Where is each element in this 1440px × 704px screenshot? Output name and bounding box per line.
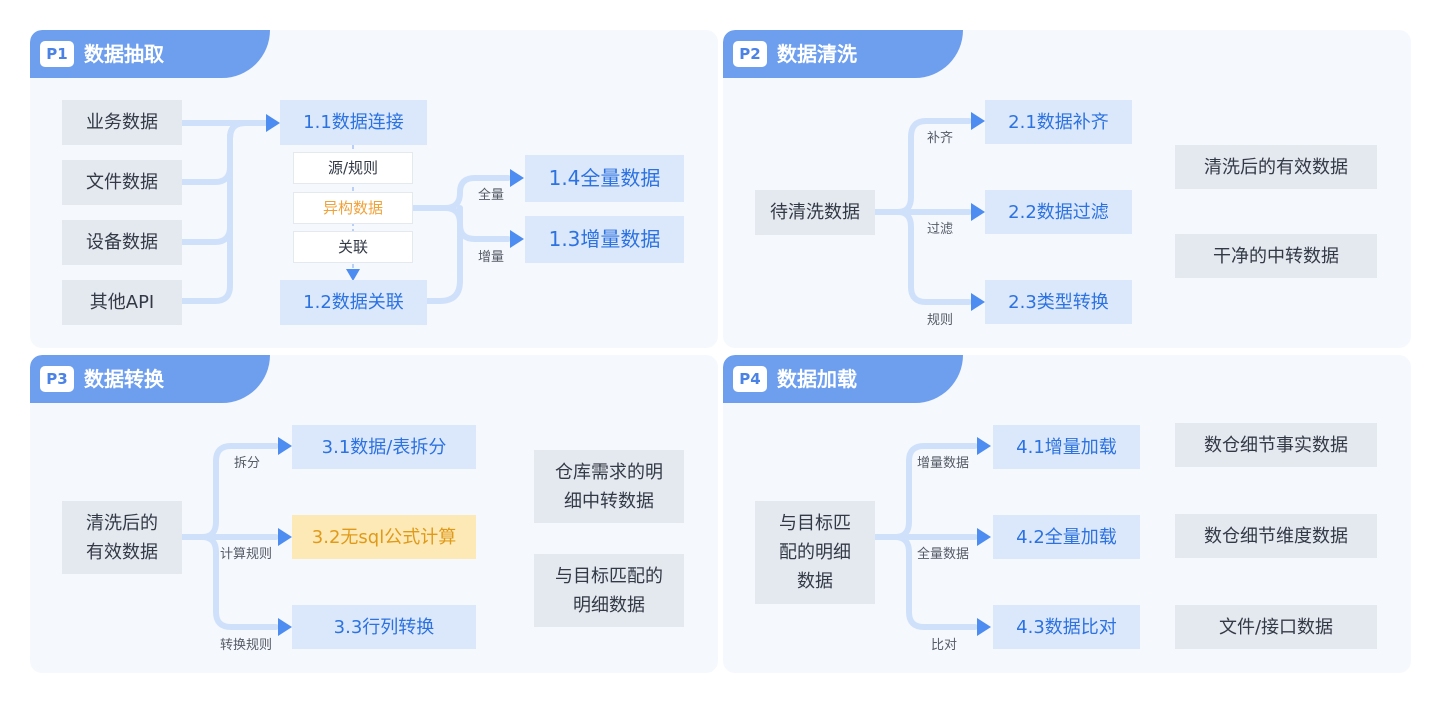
input-line: 与目标匹 — [779, 513, 851, 534]
node-data-fill: 2.1数据补齐 — [985, 100, 1132, 144]
node-table-split: 3.1数据/表拆分 — [292, 425, 476, 469]
arrow-icon — [977, 528, 991, 546]
input-line: 有效数据 — [86, 541, 158, 563]
label-incr-data: 增量数据 — [917, 456, 970, 471]
output-cleaned-valid-data: 清洗后的有效数据 — [1175, 145, 1377, 189]
panel-p2: P2 数据清洗 待清洗数据 补齐 过滤 规则 2.1数据补齐 2.2数据过滤 2… — [723, 30, 1411, 348]
panel-badge: P1 — [40, 41, 74, 67]
arrow-icon — [510, 230, 524, 248]
output-line: 细中转数据 — [564, 490, 654, 512]
output-target-detail-data: 与目标匹配的 明细数据 — [534, 554, 684, 627]
panel-p1: P1 数据抽取 业务数据 文件数据 设备数据 其他API 1.1数据连接 源/规… — [30, 30, 718, 348]
connector-lines — [179, 437, 292, 636]
arrow-icon — [510, 169, 524, 187]
panel-title: 数据加载 — [777, 367, 857, 391]
source-business-data: 业务数据 — [62, 100, 182, 145]
arrow-icon — [977, 618, 991, 636]
arrow-icon — [278, 437, 292, 455]
output-line: 明细数据 — [573, 594, 645, 616]
arrow-down-icon — [346, 269, 360, 281]
arrow-icon — [977, 437, 991, 455]
node-data-connect: 1.1数据连接 — [280, 100, 427, 145]
arrow-icon — [971, 203, 985, 221]
connector-lines — [872, 437, 991, 636]
sub-heterogeneous-data: 异构数据 — [293, 192, 413, 224]
label-rule: 规则 — [927, 313, 954, 328]
panel-header: P2 数据清洗 — [723, 30, 963, 78]
sub-relation: 关联 — [293, 231, 413, 263]
panel-header: P3 数据转换 — [30, 355, 270, 403]
node-incr-data: 1.3增量数据 — [525, 216, 684, 263]
input-line: 清洗后的 — [86, 512, 158, 534]
node-incr-load: 4.1增量加载 — [993, 425, 1140, 469]
input-target-detail-data: 与目标匹 配的明细 数据 — [755, 501, 875, 604]
panel-badge: P2 — [733, 41, 767, 67]
node-data-relate: 1.2数据关联 — [280, 280, 427, 325]
connector-lines — [872, 112, 985, 311]
node-row-col-convert: 3.3行列转换 — [292, 605, 476, 649]
panel-title: 数据清洗 — [777, 42, 857, 66]
node-type-convert: 2.3类型转换 — [985, 280, 1132, 324]
label-convert-rule: 转换规则 — [220, 638, 273, 653]
panel-header: P1 数据抽取 — [30, 30, 270, 78]
output-file-interface-data: 文件/接口数据 — [1175, 605, 1377, 649]
arrow-icon — [971, 112, 985, 130]
source-file-data: 文件数据 — [62, 160, 182, 205]
label-fill: 补齐 — [927, 131, 954, 146]
arrow-icon — [266, 114, 280, 132]
output-dimension-data: 数仓细节维度数据 — [1175, 514, 1377, 558]
label-incr: 增量 — [478, 250, 505, 265]
output-warehouse-transfer-data: 仓库需求的明 细中转数据 — [534, 450, 684, 523]
sub-source-rule: 源/规则 — [293, 152, 413, 184]
label-compare: 比对 — [931, 638, 958, 653]
panel-title: 数据抽取 — [84, 42, 164, 66]
input-data-to-clean: 待清洗数据 — [755, 190, 875, 235]
panel-title: 数据转换 — [84, 367, 164, 391]
output-fact-data: 数仓细节事实数据 — [1175, 423, 1377, 467]
source-other-api: 其他API — [62, 280, 182, 325]
node-no-sql-calc: 3.2无sql公式计算 — [292, 515, 476, 559]
label-split: 拆分 — [234, 456, 261, 471]
arrow-icon — [278, 618, 292, 636]
node-full-load: 4.2全量加载 — [993, 515, 1140, 559]
panel-badge: P4 — [733, 366, 767, 392]
input-cleaned-valid-data: 清洗后的 有效数据 — [62, 501, 182, 574]
label-calc-rule: 计算规则 — [220, 547, 273, 562]
panel-p4: P4 数据加载 与目标匹 配的明细 数据 增量数据 全量数据 比对 4.1增量加… — [723, 355, 1411, 673]
panel-p3: P3 数据转换 清洗后的 有效数据 拆分 计算规则 转换规则 3.1数据/表拆分… — [30, 355, 718, 673]
arrow-icon — [278, 528, 292, 546]
output-clean-transfer-data: 干净的中转数据 — [1175, 234, 1377, 278]
panel-badge: P3 — [40, 366, 74, 392]
input-line: 配的明细 — [779, 542, 851, 563]
label-full-data: 全量数据 — [917, 547, 970, 562]
label-filter: 过滤 — [927, 222, 954, 237]
output-line: 仓库需求的明 — [555, 461, 663, 483]
arrow-icon — [971, 293, 985, 311]
input-line: 数据 — [797, 571, 833, 592]
node-full-data: 1.4全量数据 — [525, 155, 684, 202]
label-full: 全量 — [478, 188, 505, 203]
source-device-data: 设备数据 — [62, 220, 182, 265]
panel-header: P4 数据加载 — [723, 355, 963, 403]
connector-lines — [179, 114, 524, 304]
node-data-filter: 2.2数据过滤 — [985, 190, 1132, 234]
node-data-compare: 4.3数据比对 — [993, 605, 1140, 649]
output-line: 与目标匹配的 — [555, 565, 663, 587]
